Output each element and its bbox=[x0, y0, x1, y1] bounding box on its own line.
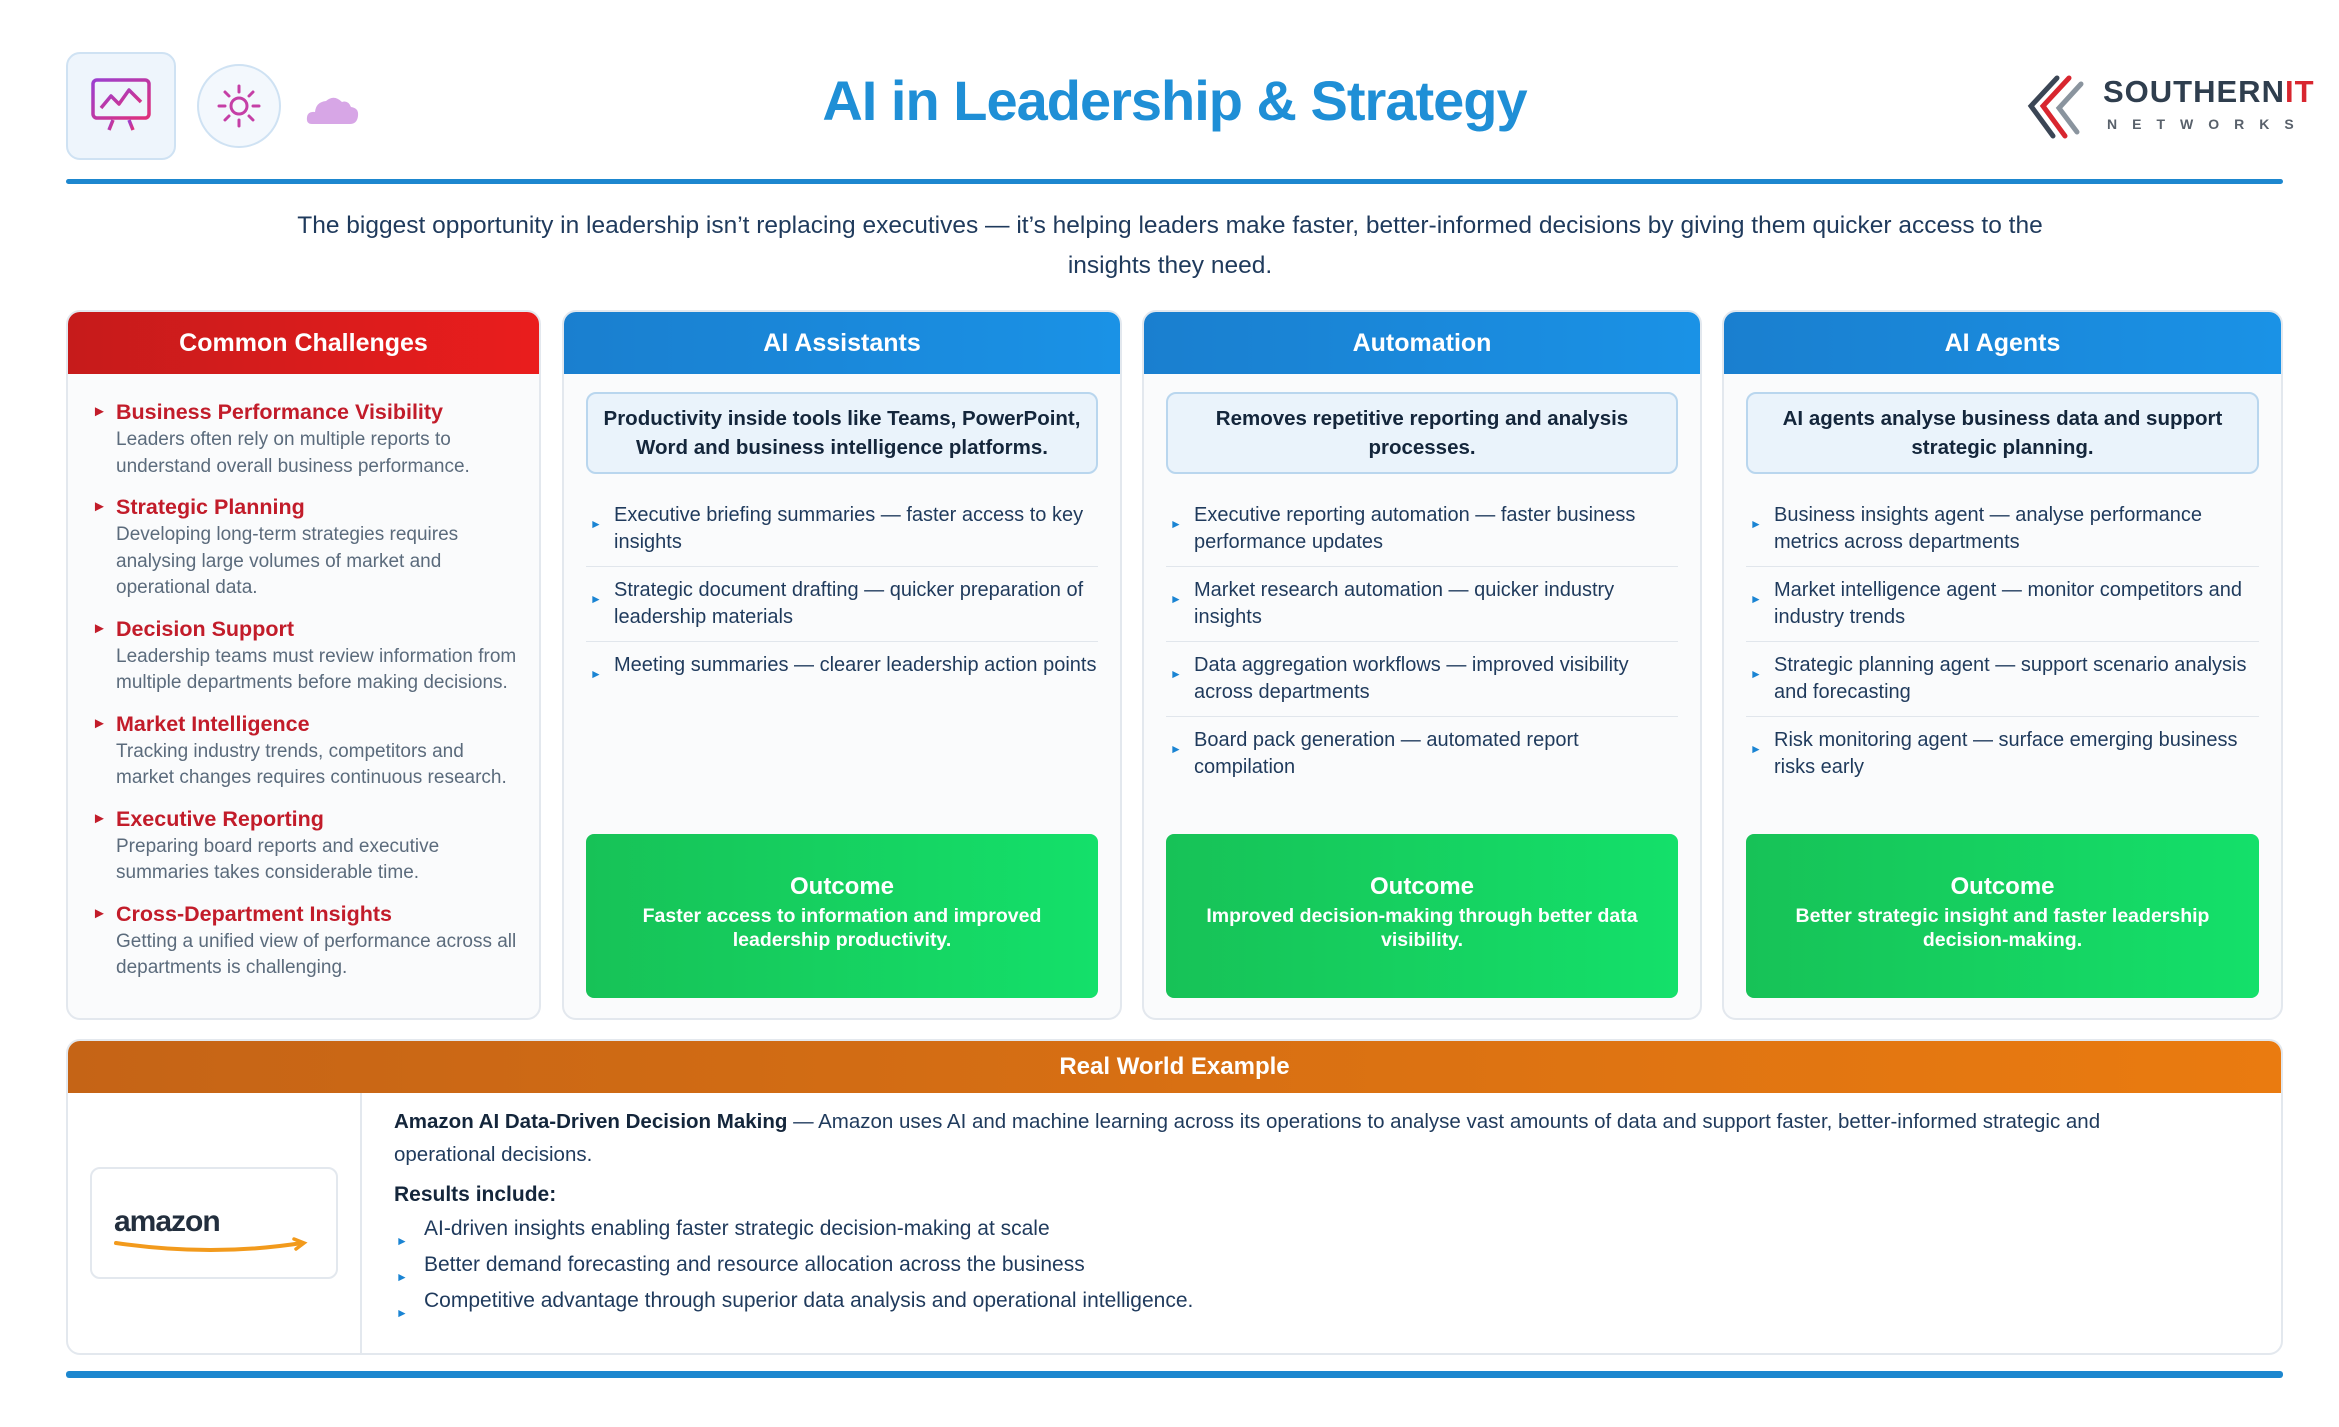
list-item: ►Data aggregation workflows — improved v… bbox=[1166, 642, 1678, 717]
ai-agents-card: AI Agents AI agents analyse business dat… bbox=[1722, 310, 2283, 1020]
challenge-description: Tracking industry trends, competitors an… bbox=[116, 740, 507, 789]
ai-assistants-summary: Productivity inside tools like Teams, Po… bbox=[586, 392, 1098, 474]
list-item: ►Market intelligence agent — monitor com… bbox=[1746, 567, 2259, 642]
page-header: AI in Leadership & Strategy SOUTHERNIT N… bbox=[66, 50, 2314, 162]
bullet-arrow-icon: ► bbox=[590, 517, 602, 531]
bullet-arrow-icon: ► bbox=[1170, 592, 1182, 606]
challenge-title: Strategic Planning bbox=[116, 495, 305, 519]
ai-agents-outcome: Outcome Better strategic insight and fas… bbox=[1746, 834, 2259, 998]
automation-heading: Automation bbox=[1144, 312, 1700, 374]
challenge-description: Preparing board reports and executive su… bbox=[116, 835, 440, 884]
challenge-item: ► Cross-Department Insights Getting a un… bbox=[92, 900, 519, 982]
list-item: ►Market research automation — quicker in… bbox=[1166, 567, 1678, 642]
bullet-arrow-icon: ► bbox=[1170, 517, 1182, 531]
real-world-example: Real World Example amazon Amazon AI Data… bbox=[66, 1039, 2283, 1355]
challenge-description: Getting a unified view of performance ac… bbox=[116, 930, 517, 979]
list-item: ►Board pack generation — automated repor… bbox=[1170, 729, 1579, 778]
bullet-arrow-icon: ► bbox=[396, 1306, 408, 1320]
ai-agents-list: ►Business insights agent — analyse perfo… bbox=[1746, 492, 2259, 791]
ai-agents-heading: AI Agents bbox=[1724, 312, 2281, 374]
bullet-arrow-icon: ► bbox=[590, 667, 602, 681]
cloud-icon bbox=[304, 90, 360, 130]
ai-agents-summary: AI agents analyse business data and supp… bbox=[1746, 392, 2259, 474]
challenge-title: Business Performance Visibility bbox=[116, 400, 444, 424]
example-heading: Real World Example bbox=[68, 1041, 2281, 1093]
header-divider bbox=[66, 179, 2283, 184]
bullet-arrow-icon: ► bbox=[92, 498, 107, 515]
bullet-arrow-icon: ► bbox=[1170, 667, 1182, 681]
outcome-label: Outcome bbox=[1950, 873, 2055, 900]
amazon-logo-text: amazon bbox=[114, 1205, 221, 1238]
outcome-text: Faster access to information and improve… bbox=[642, 905, 1042, 951]
footer-divider bbox=[66, 1371, 2283, 1378]
challenge-description: Developing long-term strategies requires… bbox=[116, 524, 459, 598]
example-body: Amazon AI Data-Driven Decision Making — … bbox=[394, 1105, 2171, 1320]
list-item: ►Strategic planning agent — support scen… bbox=[1746, 642, 2259, 717]
result-item: ►AI-driven insights enabling faster stra… bbox=[394, 1211, 2171, 1248]
bullet-arrow-icon: ► bbox=[92, 619, 107, 637]
challenge-title: Executive Reporting bbox=[116, 806, 324, 831]
automation-card: Automation Removes repetitive reporting … bbox=[1142, 310, 1702, 1020]
ai-assistants-list: ►Executive briefing summaries — faster a… bbox=[586, 492, 1098, 689]
list-item: ►Meeting summaries — clearer leadership … bbox=[586, 642, 1098, 689]
challenge-description: Leadership teams must review information… bbox=[116, 645, 517, 694]
logo-subtext: NETWORKS bbox=[2107, 116, 2309, 132]
list-item: ►Risk monitoring agent — surface emergin… bbox=[1750, 729, 2238, 778]
challenge-title: Cross-Department Insights bbox=[116, 901, 392, 926]
challenge-title: Decision Support bbox=[116, 616, 294, 641]
bullet-arrow-icon: ► bbox=[92, 809, 107, 827]
challenge-item: ► Strategic Planning Developing long-ter… bbox=[92, 493, 519, 602]
bullet-arrow-icon: ► bbox=[1750, 667, 1762, 681]
bullet-arrow-icon: ► bbox=[1750, 742, 1762, 756]
dashboard-chart-icon bbox=[66, 52, 176, 160]
ai-assistants-outcome: Outcome Faster access to information and… bbox=[586, 834, 1098, 998]
challenges-list: ► Business Performance Visibility Leader… bbox=[68, 374, 539, 982]
logo-mark-icon bbox=[2027, 75, 2084, 139]
bullet-arrow-icon: ► bbox=[396, 1270, 408, 1284]
southern-it-logo: SOUTHERNIT NETWORKS bbox=[2019, 70, 2314, 144]
ai-assistants-heading: AI Assistants bbox=[564, 312, 1120, 374]
challenges-heading: Common Challenges bbox=[68, 312, 539, 374]
bullet-arrow-icon: ► bbox=[590, 592, 602, 606]
example-company-title: Amazon AI Data-Driven Decision Making bbox=[394, 1110, 788, 1133]
challenge-description: Leaders often rely on multiple reports t… bbox=[116, 429, 470, 477]
bullet-arrow-icon: ► bbox=[92, 904, 107, 922]
bullet-arrow-icon: ► bbox=[1750, 592, 1762, 606]
automation-outcome: Outcome Improved decision-making through… bbox=[1166, 834, 1678, 998]
automation-summary: Removes repetitive reporting and analysi… bbox=[1166, 392, 1678, 474]
list-item: ►Business insights agent — analyse perfo… bbox=[1746, 492, 2259, 567]
challenge-item: ► Executive Reporting Preparing board re… bbox=[92, 805, 519, 887]
bullet-arrow-icon: ► bbox=[1170, 742, 1182, 756]
logo-text: SOUTHERNIT bbox=[2103, 74, 2315, 109]
ai-assistants-card: AI Assistants Productivity inside tools … bbox=[562, 310, 1122, 1020]
challenges-card: Common Challenges ► Business Performance… bbox=[66, 310, 541, 1020]
intro-text: The biggest opportunity in leadership is… bbox=[297, 212, 2043, 279]
outcome-label: Outcome bbox=[1369, 873, 1474, 900]
amazon-smile-icon bbox=[114, 1237, 308, 1252]
example-logo-panel: amazon bbox=[68, 1093, 362, 1353]
outcome-text: Improved decision-making through better … bbox=[1206, 905, 1638, 951]
outcome-text: Better strategic insight and faster lead… bbox=[1795, 905, 2210, 951]
example-description: Amazon AI Data-Driven Decision Making — … bbox=[394, 1110, 2101, 1166]
results-label: Results include: bbox=[394, 1183, 557, 1206]
list-item: ►Strategic document drafting — quicker p… bbox=[586, 567, 1098, 642]
result-item: ►Competitive advantage through superior … bbox=[394, 1283, 2171, 1320]
sun-settings-icon bbox=[197, 64, 281, 148]
challenge-title: Market Intelligence bbox=[116, 711, 310, 736]
automation-list: ►Executive reporting automation — faster… bbox=[1166, 492, 1678, 791]
result-item: ►Better demand forecasting and resource … bbox=[394, 1247, 2171, 1284]
page-title: AI in Leadership & Strategy bbox=[822, 69, 1527, 132]
bullet-arrow-icon: ► bbox=[92, 403, 107, 420]
bullet-arrow-icon: ► bbox=[92, 714, 107, 732]
challenge-item: ► Decision Support Leadership teams must… bbox=[92, 615, 519, 697]
amazon-logo: amazon bbox=[90, 1167, 338, 1279]
list-item: ►Executive reporting automation — faster… bbox=[1166, 492, 1678, 567]
list-item: ►Executive briefing summaries — faster a… bbox=[586, 492, 1098, 567]
outcome-label: Outcome bbox=[789, 873, 894, 900]
bullet-arrow-icon: ► bbox=[1750, 517, 1762, 531]
bullet-arrow-icon: ► bbox=[396, 1234, 408, 1248]
challenge-item: ► Market Intelligence Tracking industry … bbox=[92, 710, 519, 792]
challenge-item: ► Business Performance Visibility Leader… bbox=[92, 398, 519, 480]
